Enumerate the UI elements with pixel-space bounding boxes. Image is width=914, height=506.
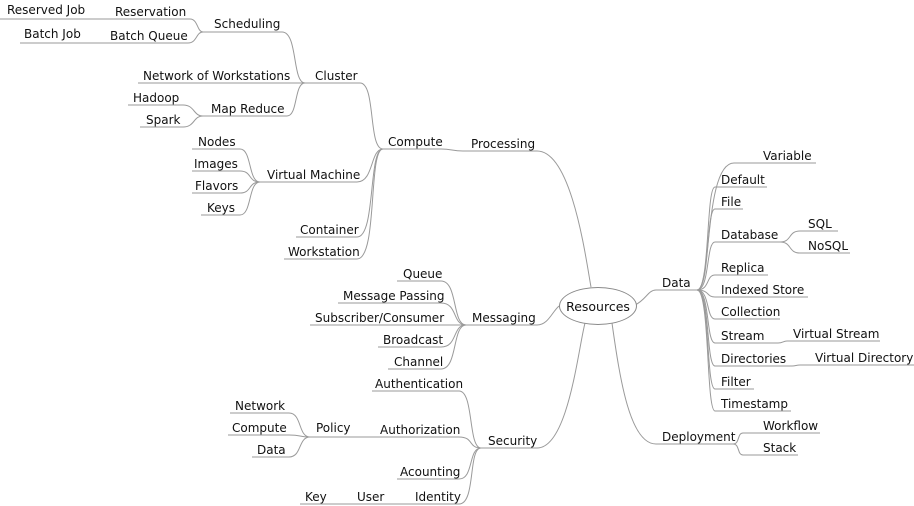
node-default[interactable]: Default: [721, 173, 765, 187]
node-filter[interactable]: Filter: [721, 375, 751, 389]
root-label: Resources: [566, 298, 630, 314]
node-acounting[interactable]: Acounting: [400, 465, 461, 479]
node-map-reduce[interactable]: Map Reduce: [211, 102, 285, 116]
node-batch-job[interactable]: Batch Job: [24, 27, 81, 41]
node-key[interactable]: Key: [305, 490, 327, 504]
node-reserved-job[interactable]: Reserved Job: [7, 3, 86, 17]
node-messaging[interactable]: Messaging: [472, 311, 536, 325]
node-workstation[interactable]: Workstation: [288, 245, 360, 259]
node-scheduling[interactable]: Scheduling: [214, 17, 281, 31]
node-keys[interactable]: Keys: [207, 201, 236, 215]
node-security[interactable]: Security: [488, 434, 538, 448]
node-policy[interactable]: Policy: [316, 421, 351, 435]
node-nosql[interactable]: NoSQL: [808, 239, 849, 253]
node-user[interactable]: User: [357, 490, 385, 504]
node-database[interactable]: Database: [721, 228, 779, 242]
node-sql[interactable]: SQL: [808, 217, 832, 231]
node-cluster[interactable]: Cluster: [315, 69, 358, 83]
node-spark[interactable]: Spark: [146, 113, 181, 127]
node-virtual-directory[interactable]: Virtual Directory: [815, 351, 914, 365]
node-identity[interactable]: Identity: [415, 490, 461, 504]
node-channel[interactable]: Channel: [394, 355, 444, 369]
node-subscriber-consumer[interactable]: Subscriber/Consumer: [315, 311, 445, 325]
node-nodes[interactable]: Nodes: [198, 135, 236, 149]
node-reservation[interactable]: Reservation: [115, 5, 187, 19]
node-flavors[interactable]: Flavors: [195, 179, 239, 193]
node-container[interactable]: Container: [300, 223, 359, 237]
node-deployment[interactable]: Deployment: [662, 430, 736, 444]
node-authentication[interactable]: Authentication: [375, 377, 464, 391]
node-data[interactable]: Data: [662, 276, 691, 290]
node-network[interactable]: Network: [235, 399, 286, 413]
node-file[interactable]: File: [721, 195, 742, 209]
node-compute-policy[interactable]: Compute: [232, 421, 287, 435]
node-message-passing[interactable]: Message Passing: [343, 289, 445, 303]
node-batch-queue[interactable]: Batch Queue: [110, 29, 188, 43]
node-data-policy[interactable]: Data: [257, 443, 286, 457]
node-images[interactable]: Images: [194, 157, 238, 171]
root-node-resources[interactable]: Resources: [559, 287, 637, 325]
node-collection[interactable]: Collection: [721, 305, 781, 319]
node-workflow[interactable]: Workflow: [763, 419, 819, 433]
node-directories[interactable]: Directories: [721, 352, 787, 366]
node-virtual-stream[interactable]: Virtual Stream: [793, 327, 880, 341]
node-compute[interactable]: Compute: [388, 135, 443, 149]
node-stack[interactable]: Stack: [763, 441, 797, 455]
node-stream[interactable]: Stream: [721, 329, 765, 343]
node-underlines: [0, 18, 914, 505]
node-broadcast[interactable]: Broadcast: [383, 333, 444, 347]
node-connectors: [182, 18, 801, 505]
node-hadoop[interactable]: Hadoop: [133, 91, 180, 105]
node-virtual-machine[interactable]: Virtual Machine: [267, 168, 361, 182]
node-queue[interactable]: Queue: [403, 267, 443, 281]
node-variable[interactable]: Variable: [763, 149, 812, 163]
node-network-of-workstations[interactable]: Network of Workstations: [143, 69, 291, 83]
node-authorization[interactable]: Authorization: [380, 423, 461, 437]
node-indexed-store[interactable]: Indexed Store: [721, 283, 805, 297]
node-replica[interactable]: Replica: [721, 261, 765, 275]
node-timestamp[interactable]: Timestamp: [721, 397, 788, 411]
node-processing[interactable]: Processing: [471, 137, 536, 151]
